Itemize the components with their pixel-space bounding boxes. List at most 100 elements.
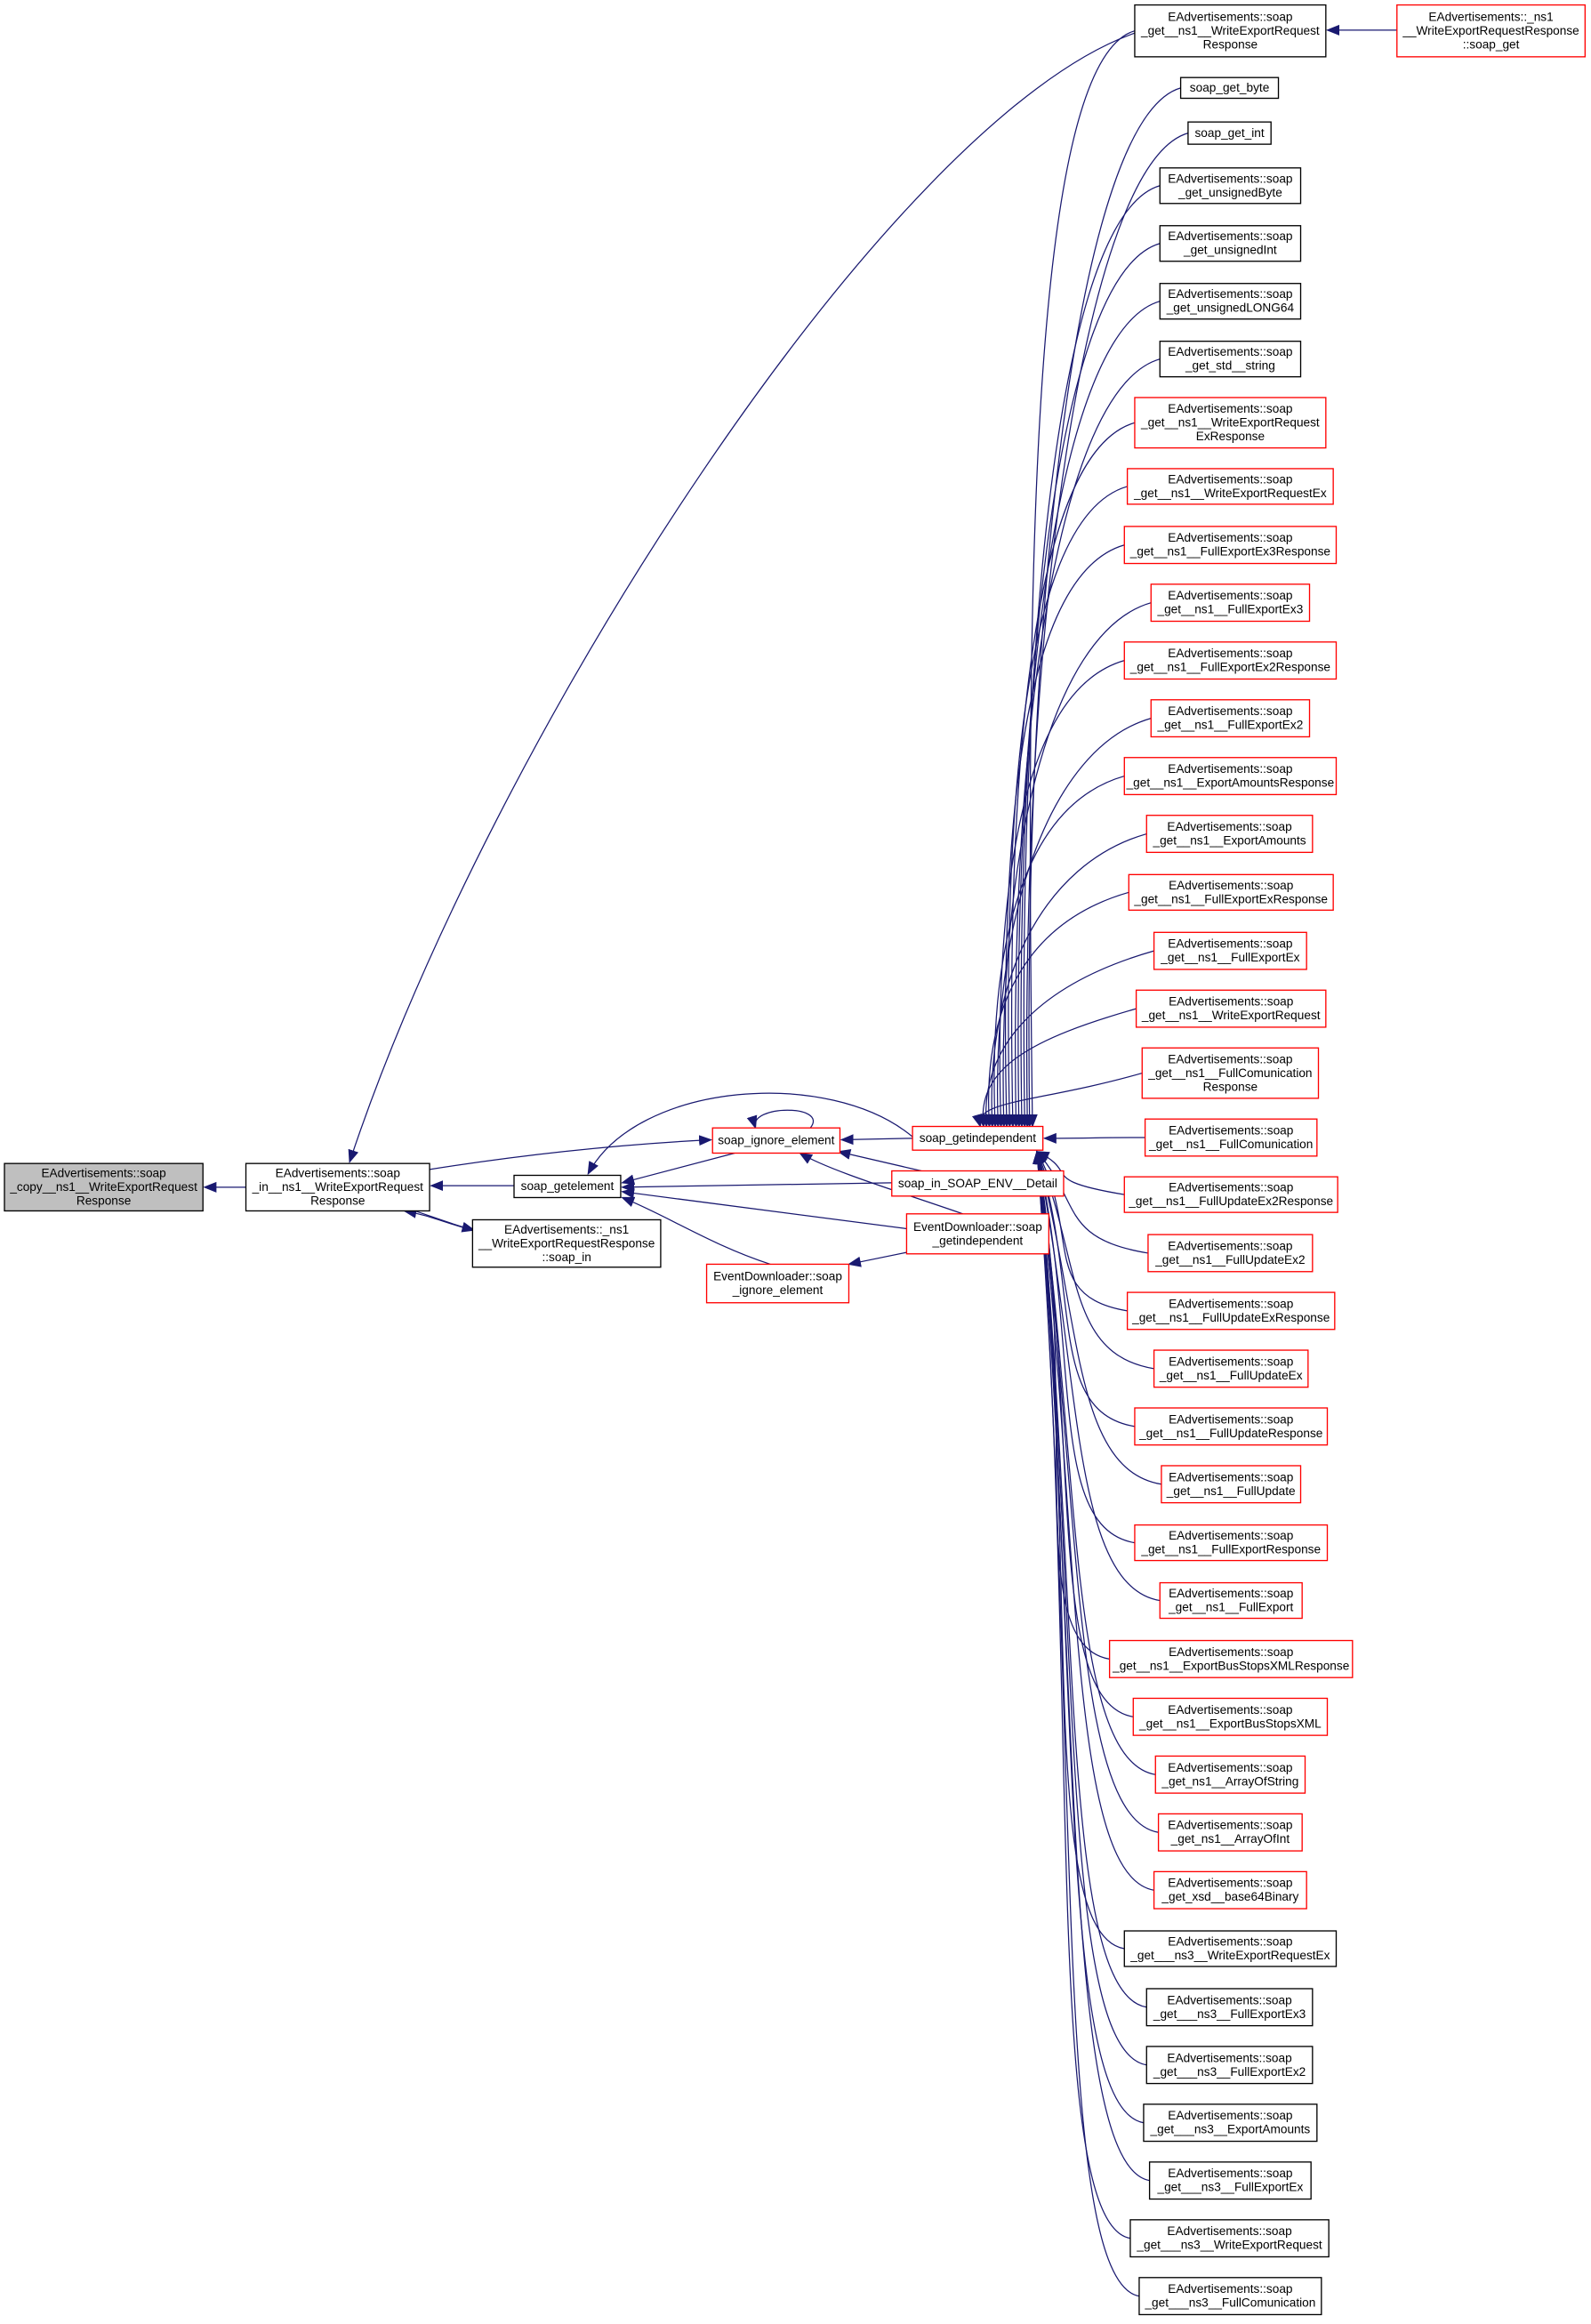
node-r2[interactable]: soap_get_byte xyxy=(1179,76,1280,100)
node-n1[interactable]: EAdvertisements::soap_in__ns1__WriteExpo… xyxy=(245,1162,430,1212)
node-r22[interactable]: EAdvertisements::soap_get__ns1__FullUpda… xyxy=(1147,1234,1314,1273)
node-r27[interactable]: EAdvertisements::soap_get__ns1__FullExpo… xyxy=(1134,1524,1329,1562)
node-r35[interactable]: EAdvertisements::soap_get___ns3__FullExp… xyxy=(1145,1988,1314,2027)
node-label: Response xyxy=(310,1194,365,1208)
node-r14[interactable]: EAdvertisements::soap_get__ns1__ExportAm… xyxy=(1123,757,1338,796)
node-r18[interactable]: EAdvertisements::soap_get__ns1__WriteExp… xyxy=(1135,989,1327,1028)
node-r6[interactable]: EAdvertisements::soap_get_unsignedLONG64 xyxy=(1159,283,1302,320)
node-r5[interactable]: EAdvertisements::soap_get_unsignedInt xyxy=(1159,225,1302,262)
node-r37[interactable]: EAdvertisements::soap_get___ns3__ExportA… xyxy=(1143,2103,1318,2143)
node-label: EAdvertisements::soap xyxy=(41,1167,166,1180)
node-r34[interactable]: EAdvertisements::soap_get___ns3__WriteEx… xyxy=(1123,1930,1338,1967)
node-r36[interactable]: EAdvertisements::soap_get___ns3__FullExp… xyxy=(1145,2046,1314,2085)
node-r15[interactable]: EAdvertisements::soap_get__ns1__ExportAm… xyxy=(1145,815,1314,854)
node-box xyxy=(1157,1813,1303,1852)
node-r7[interactable]: EAdvertisements::soap_get_std__string xyxy=(1159,341,1302,378)
node-label: __WriteExportRequestResponse xyxy=(1402,24,1579,37)
node-box xyxy=(1159,167,1302,205)
node-r13[interactable]: EAdvertisements::soap_get__ns1__FullExpo… xyxy=(1150,699,1311,738)
node-n5[interactable]: soap_getindependent xyxy=(912,1125,1044,1151)
node-r11[interactable]: EAdvertisements::soap_get__ns1__FullExpo… xyxy=(1150,583,1311,623)
node-r29[interactable]: EAdvertisements::soap_get__ns1__ExportBu… xyxy=(1108,1639,1354,1678)
node-label: EAdvertisements::soap xyxy=(1168,762,1293,776)
node-far[interactable]: EAdvertisements::_ns1__WriteExportReques… xyxy=(1396,4,1587,58)
node-box xyxy=(905,1213,1050,1255)
node-box xyxy=(705,1263,850,1304)
node-label: EAdvertisements::soap xyxy=(1167,820,1292,833)
node-box xyxy=(1159,341,1302,378)
node-label: EAdvertisements::soap xyxy=(1168,937,1293,951)
node-r23[interactable]: EAdvertisements::soap_get__ns1__FullUpda… xyxy=(1126,1291,1336,1331)
node-label: EAdvertisements::soap xyxy=(1168,531,1293,544)
node-label: EAdvertisements::soap xyxy=(1168,589,1293,602)
node-label: EAdvertisements::soap xyxy=(1168,1703,1293,1717)
node-label: EventDownloader::soap xyxy=(713,1270,842,1283)
node-r31[interactable]: EAdvertisements::soap_get_ns1__ArrayOfSt… xyxy=(1154,1755,1306,1794)
node-label: _get__ns1__FullComunication xyxy=(1147,1066,1312,1080)
node-label: _get_ns1__ArrayOfString xyxy=(1161,1774,1298,1788)
node-r3[interactable]: soap_get_int xyxy=(1187,121,1272,145)
edge-n8-to-n2 xyxy=(621,1196,771,1266)
node-r12[interactable]: EAdvertisements::soap_get__ns1__FullExpo… xyxy=(1123,641,1338,680)
node-label: Response xyxy=(1203,37,1258,51)
node-r19[interactable]: EAdvertisements::soap_get__ns1__FullComu… xyxy=(1141,1047,1320,1099)
node-label: EAdvertisements::soap xyxy=(1169,879,1294,892)
node-r10[interactable]: EAdvertisements::soap_get__ns1__FullExpo… xyxy=(1123,526,1338,565)
node-r16[interactable]: EAdvertisements::soap_get__ns1__FullExpo… xyxy=(1128,873,1334,911)
node-n2[interactable]: soap_getelement xyxy=(513,1174,622,1199)
node-label: EAdvertisements::soap xyxy=(1169,1645,1294,1659)
node-n0[interactable]: EAdvertisements::soap_copy__ns1__WriteEx… xyxy=(4,1162,204,1212)
node-label: _get__ns1__FullComunication xyxy=(1148,1138,1313,1151)
node-label: EAdvertisements::soap xyxy=(1169,995,1294,1009)
node-label: ::soap_in xyxy=(542,1250,591,1264)
node-box xyxy=(1159,283,1302,320)
node-box xyxy=(1143,2103,1318,2143)
node-label: _get___ns3__FullExportEx xyxy=(1156,2181,1303,2194)
node-r32[interactable]: EAdvertisements::soap_get_ns1__ArrayOfIn… xyxy=(1157,1813,1303,1852)
node-box xyxy=(1148,2161,1312,2200)
edge-r22-to-soap-getindependent xyxy=(1036,1150,1149,1254)
node-n4[interactable]: soap_ignore_element xyxy=(711,1127,841,1154)
node-label: EAdvertisements::soap xyxy=(1168,1877,1293,1890)
node-r1[interactable]: EAdvertisements::soap_get__ns1__WriteExp… xyxy=(1134,4,1327,58)
node-r33[interactable]: EAdvertisements::soap_get_xsd__base64Bin… xyxy=(1153,1870,1307,1910)
edge-r17-to-soap-getindependent xyxy=(980,950,1154,1129)
node-n3[interactable]: EAdvertisements::_ns1__WriteExportReques… xyxy=(471,1218,662,1268)
node-label: _get_unsignedInt xyxy=(1183,244,1277,257)
node-r9[interactable]: EAdvertisements::soap_get__ns1__WriteExp… xyxy=(1126,468,1334,505)
edge-r3-to-soap-getindependent xyxy=(1022,133,1189,1129)
node-label: soap_getindependent xyxy=(920,1131,1036,1145)
node-label: EAdvertisements::soap xyxy=(1168,1935,1293,1949)
edge-n7-to-n8 xyxy=(847,1251,907,1267)
node-r8[interactable]: EAdvertisements::soap_get__ns1__WriteExp… xyxy=(1134,397,1327,449)
node-box xyxy=(1150,699,1311,738)
node-label: _in__ns1__WriteExportRequest xyxy=(252,1180,424,1194)
node-box xyxy=(1132,1697,1329,1736)
node-r17[interactable]: EAdvertisements::soap_get__ns1__FullExpo… xyxy=(1153,931,1307,970)
node-label: EAdvertisements::_ns1 xyxy=(504,1223,629,1236)
node-box xyxy=(1153,931,1307,970)
node-r28[interactable]: EAdvertisements::soap_get__ns1__FullExpo… xyxy=(1159,1581,1303,1620)
node-box xyxy=(1123,526,1338,565)
node-r21[interactable]: EAdvertisements::soap_get__ns1__FullUpda… xyxy=(1123,1176,1338,1213)
node-n7[interactable]: EventDownloader::soap_getindependent xyxy=(905,1213,1050,1255)
node-n8[interactable]: EventDownloader::soap_ignore_element xyxy=(705,1263,850,1304)
edge-n4-self-loop xyxy=(746,1109,814,1130)
node-r38[interactable]: EAdvertisements::soap_get___ns3__FullExp… xyxy=(1148,2161,1312,2200)
node-r20[interactable]: EAdvertisements::soap_get__ns1__FullComu… xyxy=(1144,1118,1318,1157)
node-label: _get__ns1__ExportBusStopsXML xyxy=(1138,1717,1322,1730)
node-r30[interactable]: EAdvertisements::soap_get__ns1__ExportBu… xyxy=(1132,1697,1329,1736)
node-r39[interactable]: EAdvertisements::soap_get___ns3__WriteEx… xyxy=(1129,2219,1330,2258)
node-label: EAdvertisements::soap xyxy=(1168,1239,1293,1252)
edge-r13-to-soap-getindependent xyxy=(992,718,1152,1129)
node-label: _get__ns1__WriteExportRequest xyxy=(1140,416,1320,430)
node-r26[interactable]: EAdvertisements::soap_get__ns1__FullUpda… xyxy=(1161,1465,1302,1504)
node-r24[interactable]: EAdvertisements::soap_get__ns1__FullUpda… xyxy=(1153,1349,1309,1388)
node-r25[interactable]: EAdvertisements::soap_get__ns1__FullUpda… xyxy=(1134,1407,1329,1446)
node-n6[interactable]: soap_in_SOAP_ENV__Detail xyxy=(891,1170,1065,1197)
node-r4[interactable]: EAdvertisements::soap_get_unsignedByte xyxy=(1159,167,1302,205)
node-label: EAdvertisements::soap xyxy=(1167,1993,1292,2006)
node-box xyxy=(1145,815,1314,854)
node-r40[interactable]: EAdvertisements::soap_get___ns3__FullCom… xyxy=(1138,2277,1322,2316)
